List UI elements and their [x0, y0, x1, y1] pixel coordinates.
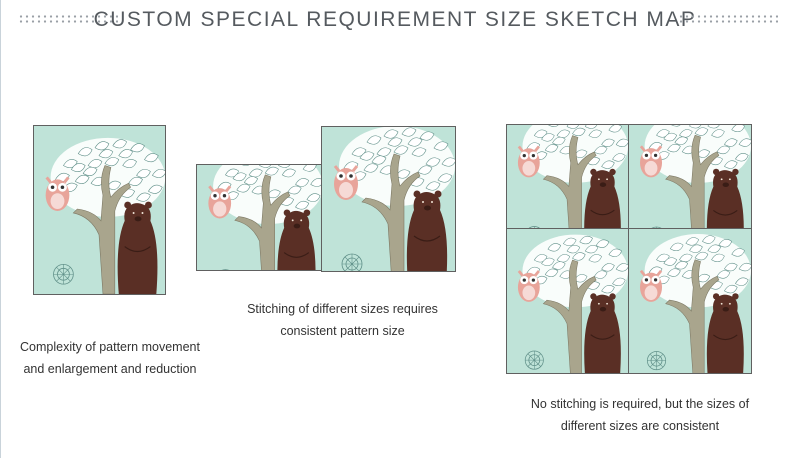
- pattern-panel-grid-bottom-right: [628, 228, 752, 374]
- left-edge-rule: [0, 0, 1, 458]
- pattern-panel-stitched-large: [321, 126, 456, 272]
- title-row: CUSTOM SPECIAL REQUIREMENT SIZE SKETCH M…: [0, 0, 790, 44]
- caption-single-line-2: and enlargement and reduction: [23, 362, 197, 376]
- caption-stitched: Stitching of different sizes requires co…: [225, 298, 460, 342]
- dotted-ornament-left: [18, 14, 118, 24]
- pattern-panel-single: [33, 125, 166, 295]
- pattern-panel-grid-top-left: [506, 124, 629, 229]
- caption-grid-line-2: different sizes are consistent: [560, 419, 720, 433]
- page-title: CUSTOM SPECIAL REQUIREMENT SIZE SKETCH M…: [93, 8, 697, 31]
- pattern-panel-grid-bottom-left: [506, 228, 629, 374]
- pattern-panel-stitched-small: [196, 164, 324, 271]
- caption-stitched-line-2: consistent pattern size: [280, 324, 405, 338]
- caption-grid: No stitching is required, but the sizes …: [505, 393, 775, 437]
- caption-single: Complexity of pattern movement and enlar…: [0, 336, 220, 380]
- dotted-ornament-right: [678, 14, 778, 24]
- pattern-panel-grid-top-right: [628, 124, 752, 229]
- caption-grid-line-1: No stitching is required, but the sizes …: [530, 397, 750, 411]
- caption-single-line-1: Complexity of pattern movement: [20, 340, 200, 354]
- caption-stitched-line-1: Stitching of different sizes requires: [247, 302, 438, 316]
